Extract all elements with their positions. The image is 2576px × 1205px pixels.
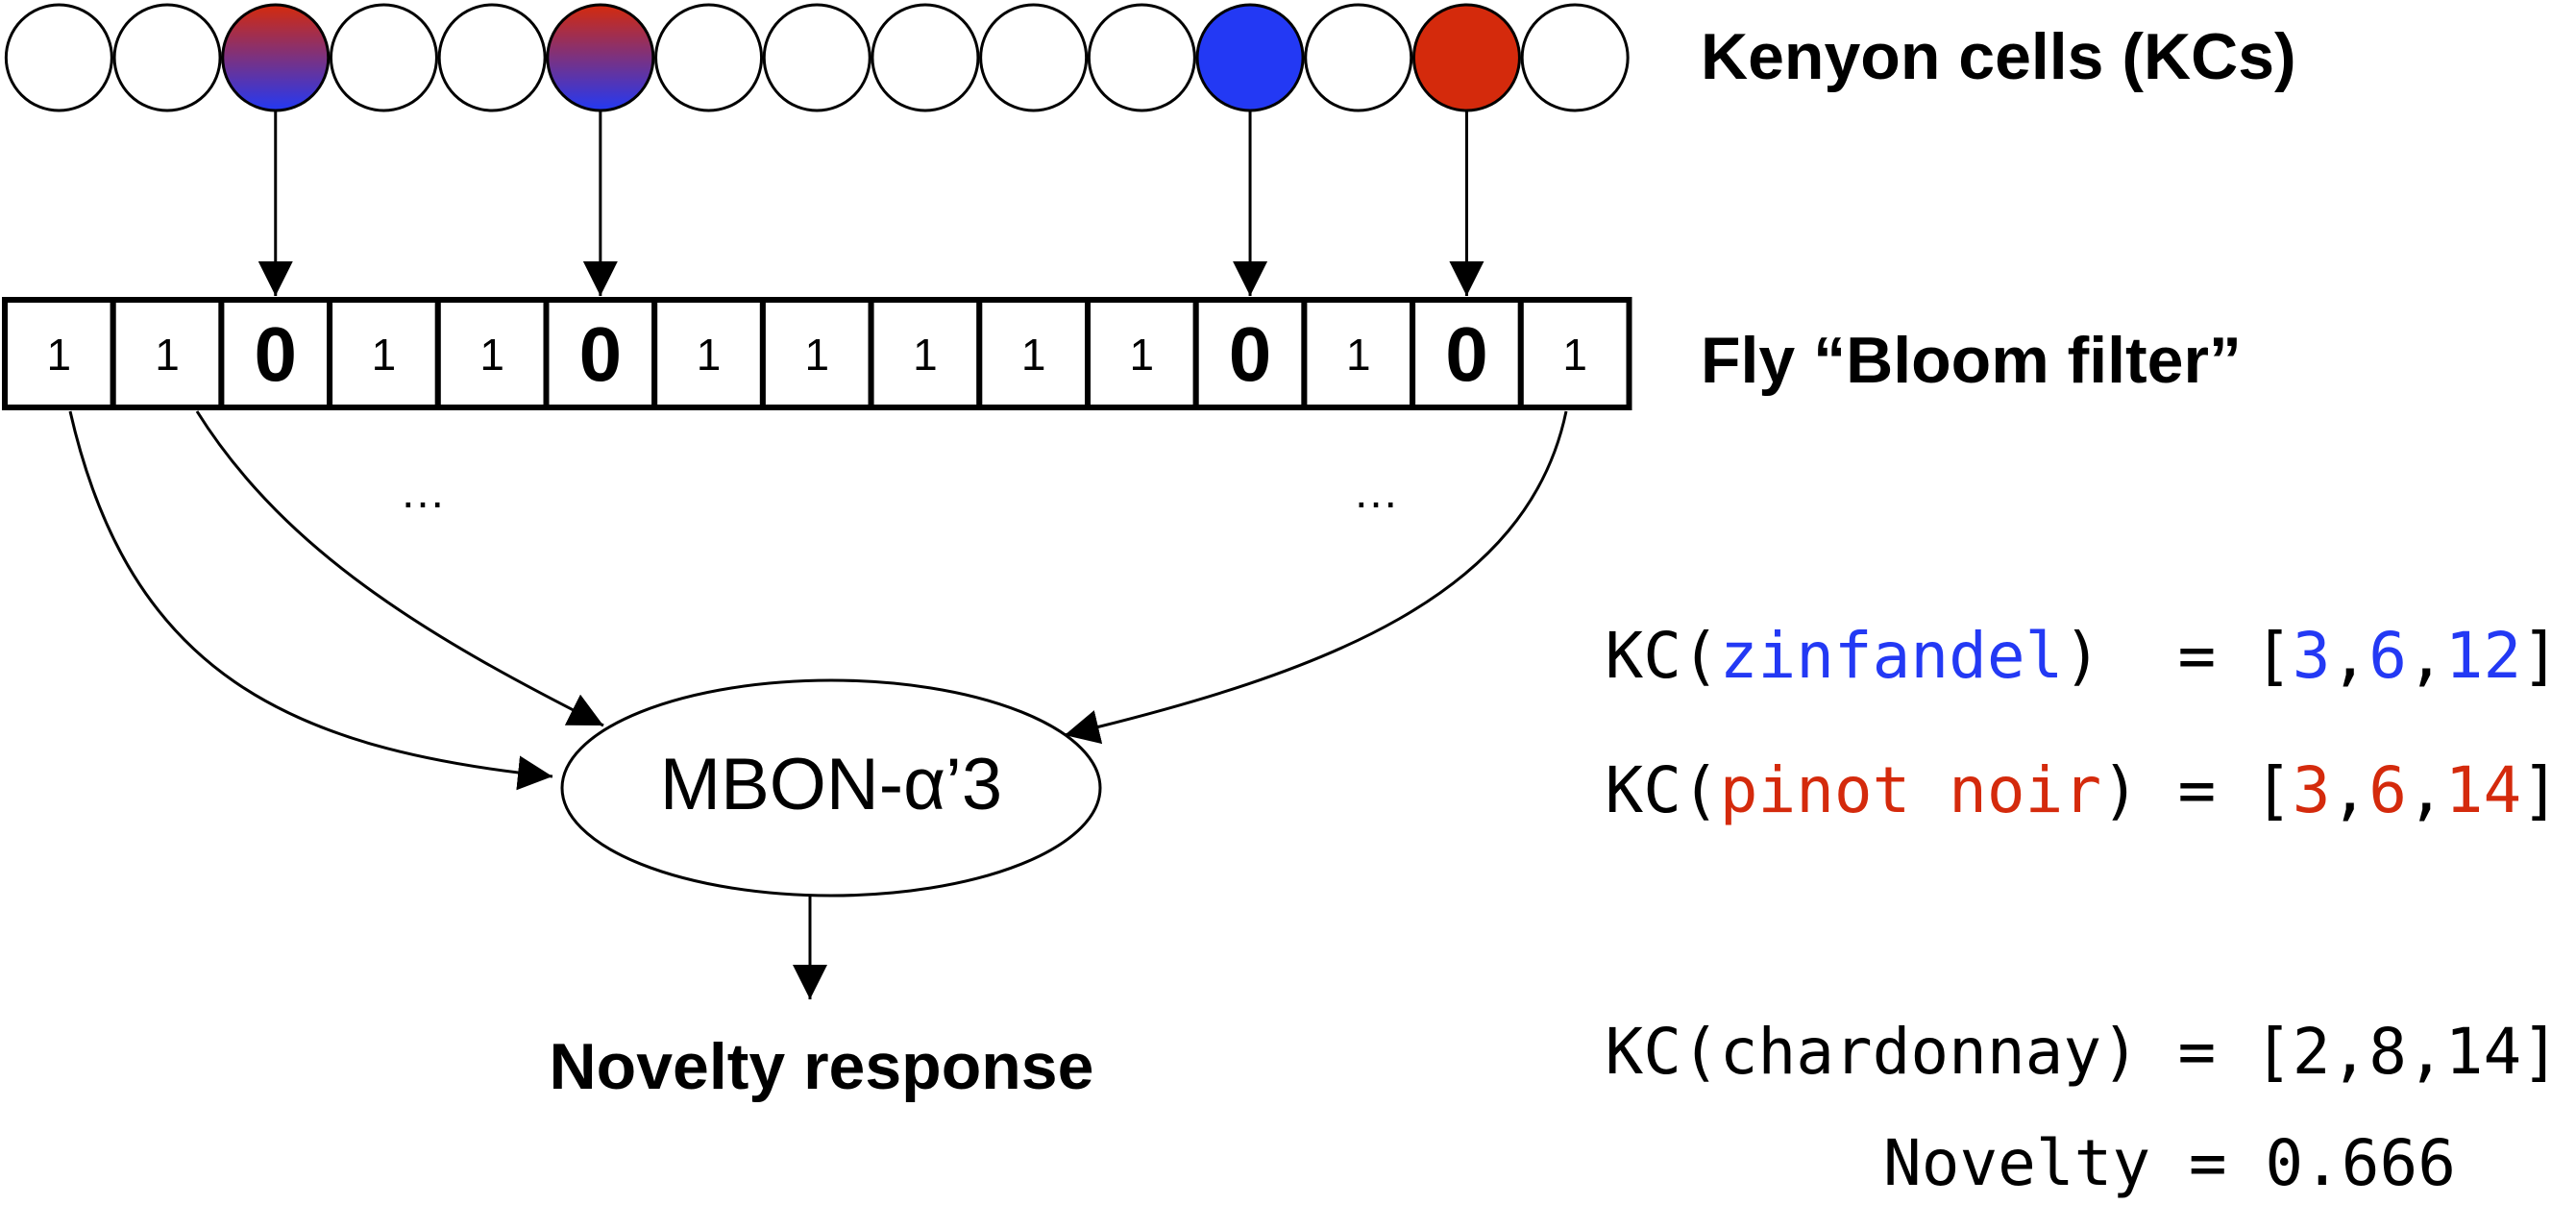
bloom-cell-12: [1192, 297, 1308, 410]
kc-index-value: 6: [2368, 753, 2407, 827]
bloom-to-mbon-curve-3: [1064, 410, 1568, 745]
kc-bracket-end: ]: [2521, 753, 2560, 827]
kc-index-value: 3: [2293, 753, 2331, 827]
bloom-filter-row: 1 1 0 1 1 0 1 1 1 1 1 0 1 0 1: [2, 297, 1632, 410]
kenyon-cell-6-active: [546, 3, 655, 112]
kc-bracket-end: ]: [2521, 619, 2560, 693]
kenyon-cell-2: [112, 3, 222, 112]
kc-equals: ) = [: [2063, 619, 2292, 693]
kc-index-value: 6: [2368, 619, 2407, 693]
kenyon-cells-label: Kenyon cells (KCs): [1701, 20, 2296, 93]
mbon-label: MBON-α’3: [660, 744, 1002, 825]
bloom-cell-9-value: 1: [913, 330, 938, 380]
value-separator: ,: [2407, 1015, 2445, 1089]
bloom-cell-15: [1517, 297, 1632, 410]
ellipsis-right: …: [1353, 467, 1399, 518]
kc-equals: ) = [: [2101, 753, 2293, 827]
value-separator: ,: [2407, 619, 2445, 693]
bloom-cell-2: [110, 297, 225, 410]
kc-mapping-line-pinot-noir: KC(pinot noir) = [3,6,14]: [1606, 753, 2561, 827]
value-separator: ,: [2331, 753, 2369, 827]
kc-index-value: 2: [2293, 1015, 2331, 1089]
bloom-cell-11-value: 1: [1130, 330, 1155, 380]
bloom-cell-7-value: 1: [697, 330, 722, 380]
novelty-score-line: Novelty = 0.666: [1883, 1126, 2456, 1200]
bloom-cell-8-value: 1: [804, 330, 829, 380]
kenyon-cell-1: [4, 3, 113, 112]
kc-mapping-line-chardonnay: KC(chardonnay) = [2,8,14]: [1606, 1015, 2561, 1089]
mbon-node: [560, 678, 1102, 898]
kenyon-cell-7: [654, 3, 764, 112]
bloom-filter-label: Fly “Bloom filter”: [1701, 324, 2242, 397]
kc-index-value: 12: [2445, 619, 2521, 693]
bloom-cell-13: [1301, 297, 1416, 410]
value-separator: ,: [2331, 1015, 2369, 1089]
bloom-cell-12-value: 0: [1229, 311, 1272, 397]
odor-name: chardonnay: [1720, 1015, 2101, 1089]
kenyon-cell-11: [1087, 3, 1196, 112]
kenyon-cell-8: [762, 3, 871, 112]
kc-equals: ) = [: [2101, 1015, 2293, 1089]
kenyon-cell-15: [1520, 3, 1630, 112]
bloom-cell-13-value: 1: [1346, 330, 1371, 380]
kc-prefix: KC(: [1606, 753, 1720, 827]
kc-prefix: KC(: [1606, 1015, 1720, 1089]
kc-mapping-lines: KC(zinfandel) = [3,6,12]KC(pinot noir) =…: [1606, 619, 2561, 1089]
value-separator: ,: [2407, 753, 2445, 827]
kc-bracket-end: ]: [2521, 1015, 2560, 1089]
bloom-to-mbon-curve-1: [68, 410, 553, 791]
bloom-cell-1-value: 1: [47, 330, 72, 380]
bloom-to-mbon-curve-2: [195, 410, 604, 727]
kenyon-cell-9: [871, 3, 980, 112]
bloom-cell-4-value: 1: [372, 330, 397, 380]
value-separator: ,: [2331, 619, 2369, 693]
kenyon-cell-3-active: [221, 3, 331, 112]
bloom-cell-11: [1085, 297, 1199, 410]
bloom-cell-14-value: 0: [1445, 311, 1488, 397]
kc-index-value: 14: [2445, 753, 2521, 827]
bloom-cell-1: [2, 297, 116, 410]
bloom-cell-15-value: 1: [1562, 330, 1587, 380]
kc-index-value: 8: [2368, 1015, 2407, 1089]
bloom-cell-6: [543, 297, 658, 410]
bloom-cell-3-value: 0: [255, 311, 298, 397]
ellipsis-left: …: [400, 467, 446, 518]
kenyon-cells-row: [4, 3, 1630, 112]
odor-name: zinfandel: [1720, 619, 2064, 693]
bloom-cell-10: [976, 297, 1091, 410]
bloom-cell-2-value: 1: [155, 330, 180, 380]
bloom-cell-3: [218, 297, 333, 410]
kenyon-cell-10: [979, 3, 1089, 112]
kenyon-cell-12-active: [1195, 3, 1305, 112]
kenyon-cell-4: [329, 3, 438, 112]
kc-mapping-line-zinfandel: KC(zinfandel) = [3,6,12]: [1606, 619, 2561, 693]
kenyon-cell-14-active: [1411, 3, 1521, 112]
novelty-response-label: Novelty response: [550, 1030, 1094, 1103]
kenyon-cell-5: [437, 3, 547, 112]
bloom-cell-6-value: 0: [579, 311, 623, 397]
odor-name: pinot noir: [1720, 753, 2101, 827]
bloom-cell-4: [327, 297, 441, 410]
bloom-cell-5-value: 1: [479, 330, 504, 380]
kc-prefix: KC(: [1606, 619, 1720, 693]
kenyon-cell-13: [1304, 3, 1413, 112]
kc-index-value: 14: [2445, 1015, 2521, 1089]
kc-index-value: 3: [2293, 619, 2331, 693]
bloom-cell-10-value: 1: [1021, 330, 1046, 380]
kc-to-bloom-arrows: [258, 111, 1484, 296]
